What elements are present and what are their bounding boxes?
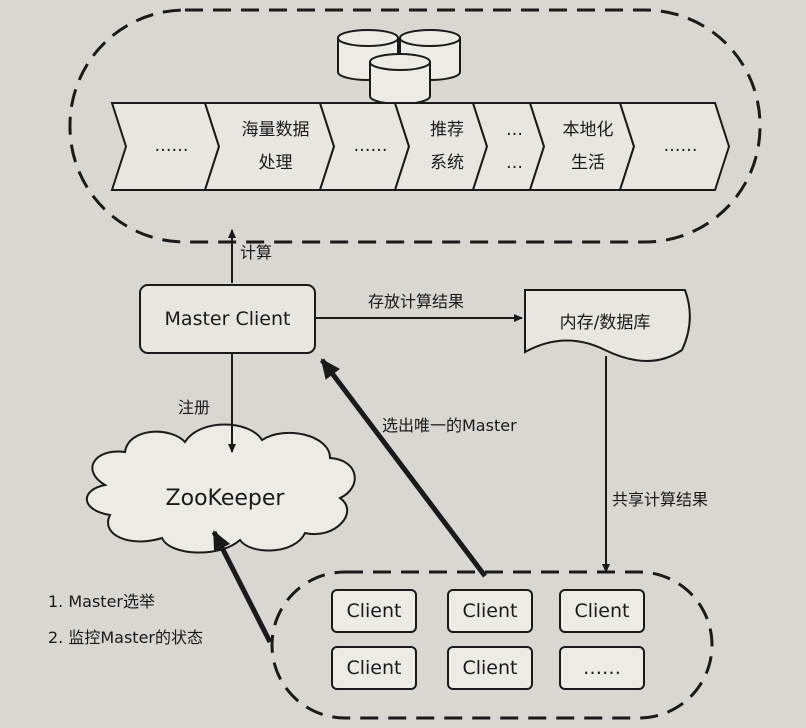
- client-box: [447, 589, 533, 633]
- pipeline-segment-line1: …: [506, 120, 523, 141]
- zk-note-1: 1. Master选举: [48, 592, 155, 611]
- pipeline-segment-label: ……: [634, 103, 727, 190]
- pipeline-segment-line2: 生活: [571, 152, 605, 173]
- client-label: Client: [574, 600, 630, 622]
- pipeline-segment-label: 本地化生活: [544, 103, 632, 190]
- elect-label: 选出唯一的Master: [382, 416, 517, 435]
- pipeline-segment-line2: 系统: [430, 152, 464, 173]
- client-label: Client: [462, 600, 518, 622]
- pipeline-segment-line1: 海量数据: [241, 120, 310, 141]
- clients-group-border: [270, 570, 714, 720]
- master-client-box: [139, 284, 316, 354]
- database-icon: [337, 29, 461, 105]
- pipeline-segment-line1: ……: [154, 136, 189, 157]
- client-boxes: [331, 589, 645, 690]
- share-label: 共享计算结果: [612, 490, 709, 509]
- zookeeper-label: ZooKeeper: [165, 485, 285, 511]
- pipeline-segment-line1: ……: [353, 136, 388, 157]
- client-box: [331, 589, 417, 633]
- client-box: [559, 646, 645, 690]
- storage-box: [524, 289, 691, 362]
- pipeline-segment-label: ……: [334, 103, 407, 190]
- register-label: 注册: [178, 398, 211, 417]
- client-label: Client: [462, 657, 518, 679]
- compute-label: 计算: [240, 243, 273, 262]
- services-group-border: [68, 8, 762, 244]
- master-client-label: Master Client: [164, 308, 291, 330]
- client-box: [447, 646, 533, 690]
- store-label: 存放计算结果: [368, 292, 465, 311]
- pipeline-segment-label: 推荐系统: [409, 103, 485, 190]
- pipeline-chevrons: [110, 102, 731, 191]
- elect-arrow: [320, 358, 487, 578]
- pipeline-segment-label: ……: [126, 103, 217, 190]
- zk-note-2: 2. 监控Master的状态: [48, 628, 203, 647]
- monitor-arrow: [211, 530, 273, 644]
- pipeline-segment-line2: 处理: [258, 152, 293, 173]
- client-label: Client: [346, 600, 402, 622]
- client-box: [559, 589, 645, 633]
- storage-label: 内存/数据库: [559, 312, 651, 333]
- client-label: Client: [346, 657, 402, 679]
- pipeline-segment: [618, 102, 731, 191]
- pipeline-segment-line1: 推荐: [430, 120, 464, 141]
- client-box: [331, 646, 417, 690]
- pipeline-segment-line1: 本地化: [562, 120, 614, 141]
- client-label: ……: [583, 657, 621, 679]
- pipeline-segment-line1: ……: [663, 136, 698, 157]
- pipeline-segment-label: ……: [487, 103, 542, 190]
- pipeline-segment-line2: …: [506, 152, 523, 173]
- zookeeper-cloud: [85, 423, 356, 554]
- pipeline-segment-label: 海量数据处理: [219, 103, 332, 190]
